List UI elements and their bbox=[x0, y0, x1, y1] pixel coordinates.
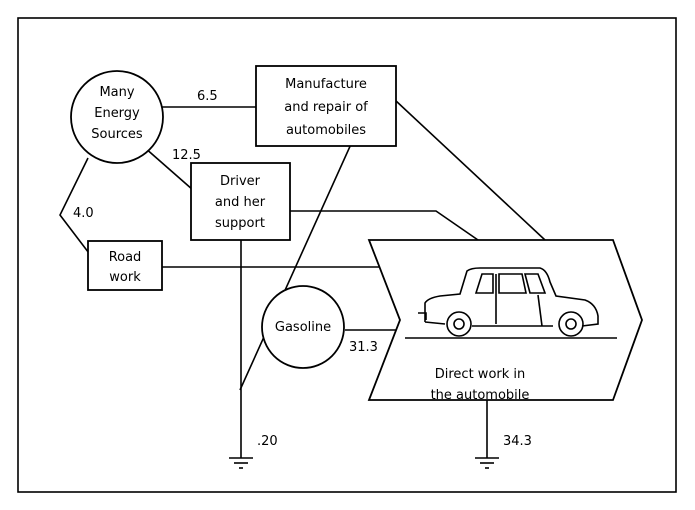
driver-label-1: Driver bbox=[220, 174, 261, 189]
gasoline-label: Gasoline bbox=[275, 320, 331, 335]
flow-value-sources-road: 4.0 bbox=[73, 206, 94, 221]
flow-line-manufacture-auto bbox=[395, 100, 545, 240]
flow-value-gasoline-auto: 31.3 bbox=[349, 340, 378, 355]
sources-label-2: Energy bbox=[94, 106, 140, 121]
ground-symbol-auto bbox=[475, 458, 499, 468]
sources-label-3: Sources bbox=[91, 127, 143, 142]
driver-label-3: support bbox=[215, 216, 265, 231]
road-label-2: work bbox=[109, 270, 141, 285]
manufacture-label-2: and repair of bbox=[284, 100, 368, 115]
manufacture-label-3: automobiles bbox=[286, 123, 366, 138]
road-label-1: Road bbox=[109, 250, 142, 265]
flow-value-auto-output: 34.3 bbox=[503, 434, 532, 449]
flow-value-driver-loss: .20 bbox=[257, 434, 278, 449]
driver-label-2: and her bbox=[215, 195, 266, 210]
manufacture-label-1: Manufacture bbox=[285, 77, 367, 92]
flow-value-sources-manufacture: 6.5 bbox=[197, 89, 218, 104]
sources-label-1: Many bbox=[99, 85, 134, 100]
ground-symbol-driver bbox=[229, 458, 253, 468]
auto-label-2: the automobile bbox=[431, 388, 530, 403]
flow-value-sources-driver: 12.5 bbox=[172, 148, 201, 163]
auto-label-1: Direct work in bbox=[435, 367, 526, 382]
